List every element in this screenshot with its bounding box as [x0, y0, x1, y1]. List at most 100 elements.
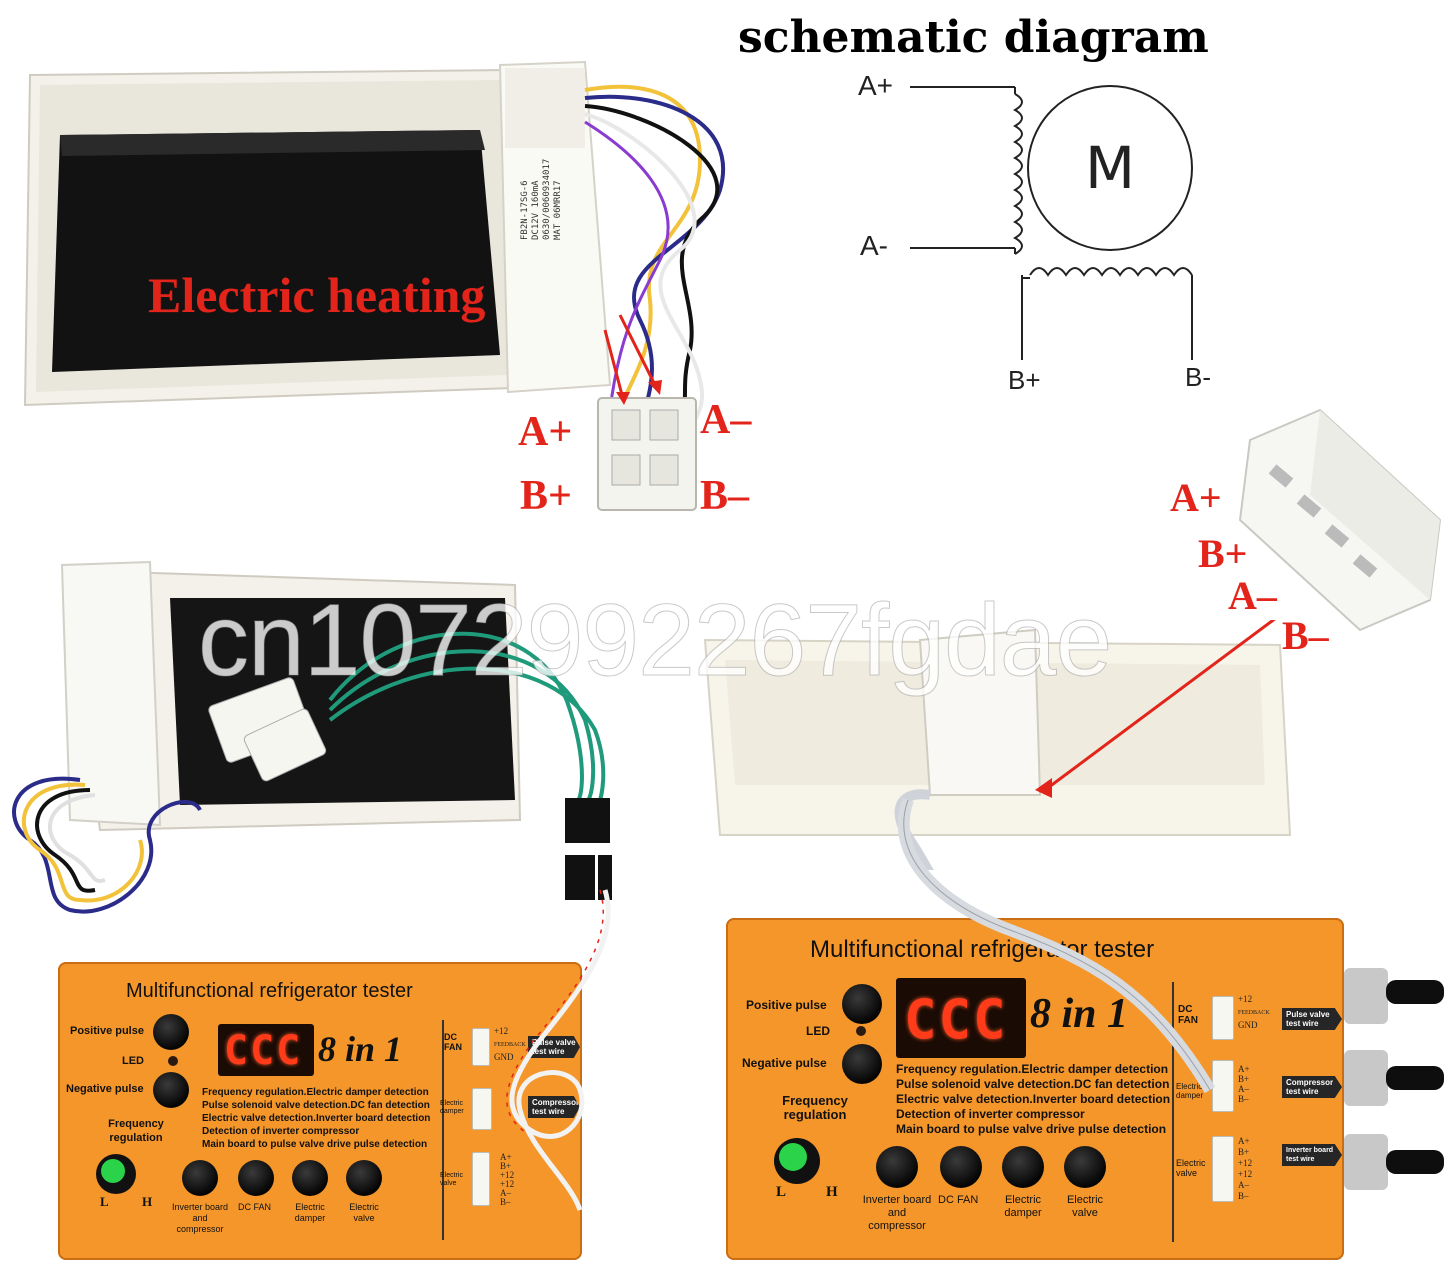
tester-left-wire — [506, 889, 611, 1211]
dc-fan-port-label: DC FAN — [1178, 1004, 1198, 1026]
black-cable — [1386, 1150, 1444, 1174]
dc-fan-button[interactable] — [940, 1146, 982, 1188]
left-damper-photo — [0, 550, 620, 970]
dc-fan-button[interactable] — [238, 1160, 274, 1196]
inverter-board-button[interactable] — [876, 1146, 918, 1188]
electric-valve-label: Electric valve — [349, 1202, 379, 1223]
feature-item: Main board to pulse valve drive pulse de… — [202, 1139, 428, 1150]
valve-port[interactable] — [472, 1152, 490, 1206]
electric-heating-label: Electric heating — [148, 267, 486, 323]
damper-port-label: Electric damper — [1176, 1082, 1204, 1100]
valve-port-label: Electric valve — [1176, 1158, 1206, 1178]
top-pin-b-plus: B+ — [520, 473, 572, 519]
dc-fan-port[interactable] — [1212, 996, 1234, 1040]
electric-damper-button[interactable] — [292, 1160, 328, 1196]
valve-pin: +12 — [500, 1179, 515, 1189]
right-damper-photo — [700, 613, 1300, 885]
right-pin-a-plus: A+ — [1170, 475, 1222, 520]
valve-pin: B+ — [1238, 1147, 1250, 1157]
led-label: LED — [806, 1024, 830, 1038]
pulse-valve-tag: Pulse valve test wire — [1282, 1008, 1342, 1030]
feature-item: Frequency regulation.Electric damper det… — [896, 1062, 1169, 1076]
tester-left: Multifunctional refrigerator tester Posi… — [58, 962, 582, 1260]
top-damper-photo: FB2N-17SG-6 DC12V 160mA 0630/0060934017 … — [0, 0, 780, 530]
frequency-knob[interactable] — [774, 1138, 820, 1184]
inverter-board-button[interactable] — [182, 1160, 218, 1196]
electric-valve-button[interactable] — [1064, 1146, 1106, 1188]
feature-item: Frequency regulation.Electric damper det… — [202, 1087, 429, 1098]
tester-right-wire — [897, 797, 1216, 1094]
schematic-pin-a-minus: A- — [860, 230, 888, 261]
led-label: LED — [122, 1055, 144, 1067]
dc-fan-pin: +12 — [494, 1026, 509, 1036]
schematic-pin-b-plus: B+ — [1008, 365, 1041, 395]
dc-fan-port-label: DC FAN — [444, 1032, 462, 1052]
negative-pulse-button[interactable] — [842, 1044, 882, 1084]
tester-title: Multifunctional refrigerator tester — [810, 936, 1155, 963]
led-indicator — [856, 1026, 866, 1036]
display-value: CCC — [224, 1028, 303, 1074]
damper-module-illustration — [23, 60, 726, 511]
motor-symbol: M — [1085, 134, 1135, 202]
schematic-pin-b-minus: B- — [1185, 362, 1211, 392]
electric-damper-label: Electric damper — [1004, 1194, 1042, 1219]
negative-pulse-label: Negative pulse — [742, 1056, 827, 1070]
valve-port-label: Electric valve — [440, 1172, 463, 1187]
positive-pulse-label: Positive pulse — [70, 1025, 144, 1037]
positive-pulse-button[interactable] — [153, 1014, 189, 1050]
valve-pin: A+ — [500, 1152, 512, 1162]
electric-valve-button[interactable] — [346, 1160, 382, 1196]
top-pin-a-plus: A+ — [518, 409, 573, 455]
module-print: FB2N-17SG-6 DC12V 160mA 0630/0060934017 … — [520, 158, 564, 240]
watermark-text: cn1072992267fgdae — [197, 583, 1112, 698]
compressor-tag: Compressor test wire — [528, 1096, 580, 1118]
damper-with-green-wires — [12, 560, 612, 914]
damper-port-label: Electric damper — [440, 1100, 464, 1115]
feature-item: Electric valve detection.Inverter board … — [202, 1113, 431, 1124]
valve-pin: B– — [1238, 1191, 1249, 1201]
valve-pin: B+ — [500, 1161, 512, 1171]
inverter-board-label: Inverter board and compressor — [171, 1202, 229, 1234]
schematic-title: schematic diagram — [738, 12, 1209, 63]
feature-list: Frequency regulation.Electric damper det… — [202, 1086, 430, 1151]
module-print-line: 0630/0060934017 — [542, 158, 552, 240]
electric-damper-button[interactable] — [1002, 1146, 1044, 1188]
eight-in-one-badge: 8 in 1 — [1030, 991, 1129, 1037]
right-connector-photo — [1210, 400, 1444, 660]
negative-pulse-button[interactable] — [153, 1072, 189, 1108]
frequency-knob[interactable] — [96, 1154, 136, 1194]
digit-display: CCC — [218, 1024, 314, 1076]
feature-item: Electric valve detection.Inverter board … — [896, 1092, 1171, 1106]
schematic-pin-a-plus: A+ — [858, 70, 894, 101]
schematic-diagram: M — [850, 70, 1230, 400]
led-indicator — [168, 1056, 178, 1066]
module-print-line: FB2N-17SG-6 — [520, 180, 530, 240]
black-cable — [1386, 980, 1444, 1004]
cable-gland — [1344, 968, 1388, 1024]
dc-fan-port[interactable] — [472, 1028, 490, 1066]
cable-gland — [1344, 1050, 1388, 1106]
positive-pulse-button[interactable] — [842, 984, 882, 1024]
valve-pin: A– — [1238, 1180, 1249, 1190]
dc-fan-pin: FEEDBACK — [494, 1042, 526, 1048]
damper-pin: A+ — [1238, 1064, 1250, 1074]
frequency-label: Frequency regulation — [782, 1093, 848, 1122]
knob-low-label: L — [776, 1184, 787, 1200]
valve-pin: A+ — [1238, 1136, 1250, 1146]
stepper-motor-schematic: M — [910, 85, 1193, 360]
knob-cap — [779, 1143, 807, 1171]
valve-port[interactable] — [1212, 1136, 1234, 1202]
dc-fan-pin: +12 — [1238, 994, 1253, 1004]
tester-title: Multifunctional refrigerator tester — [126, 980, 413, 1002]
valve-pin: +12 — [500, 1170, 515, 1180]
module-print-line: DC12V 160mA — [531, 180, 541, 240]
right-pin-b-plus: B+ — [1198, 531, 1248, 576]
damper-tray-illustration — [703, 613, 1292, 885]
black-cable — [1386, 1066, 1444, 1090]
port-divider — [1172, 982, 1174, 1242]
damper-port[interactable] — [472, 1088, 492, 1130]
knob-low-label: L — [100, 1194, 109, 1209]
frequency-label: Frequency regulation — [108, 1118, 164, 1144]
positive-pulse-label: Positive pulse — [746, 998, 827, 1012]
electric-damper-label: Electric damper — [294, 1202, 326, 1223]
